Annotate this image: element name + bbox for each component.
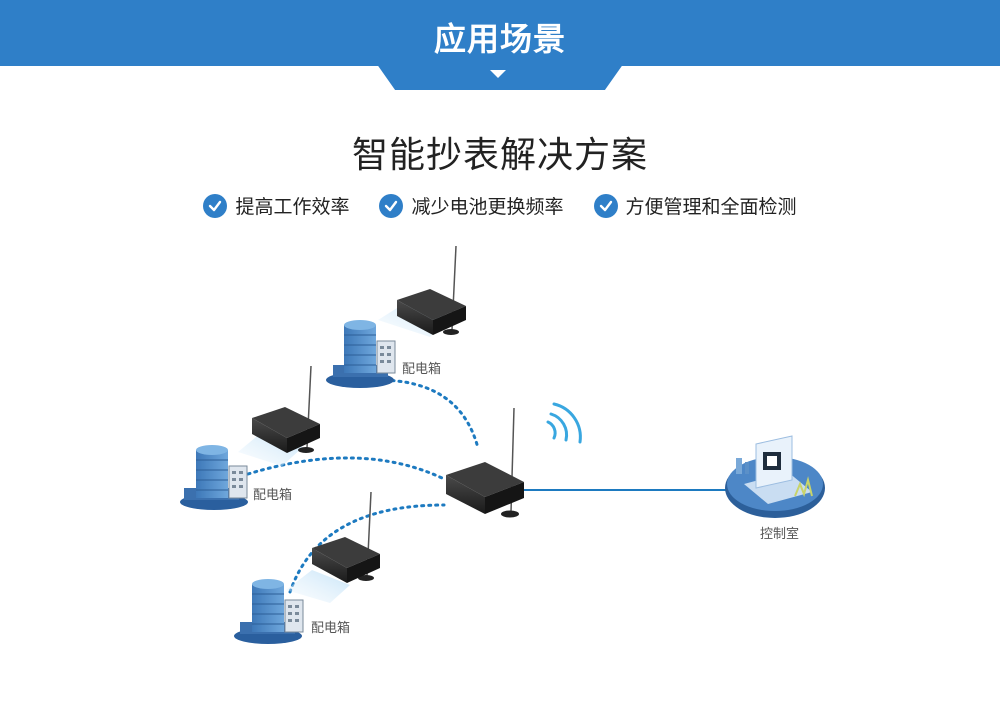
site-label: 配电箱: [311, 620, 350, 636]
feature-item: 方便管理和全面检测: [593, 192, 797, 219]
router-icon: [252, 365, 320, 453]
feature-label: 减少电池更换频率: [411, 196, 564, 218]
control-room-icon: [725, 435, 825, 518]
meter-site: [326, 245, 466, 388]
router-icon: [397, 245, 466, 335]
meter-site: [180, 365, 320, 510]
site-label: 配电箱: [402, 361, 441, 377]
section-title: 应用场景: [433, 20, 566, 58]
meter-site: [234, 491, 380, 644]
feature-label: 提高工作效率: [235, 196, 350, 218]
caret-down-icon: [490, 70, 506, 78]
router-icon: [312, 491, 380, 583]
check-circle-icon: [593, 193, 618, 218]
feature-item: 提高工作效率: [203, 192, 349, 219]
site-label: 配电箱: [253, 487, 292, 503]
gateway-router-icon: [446, 407, 524, 518]
feature-label: 方便管理和全面检测: [625, 196, 797, 218]
wireless-link: [376, 378, 480, 450]
page-title: 智能抄表解决方案: [351, 135, 648, 176]
wireless-link: [246, 456, 444, 480]
feature-item: 减少电池更换频率: [379, 192, 564, 219]
check-circle-icon: [203, 193, 228, 218]
feature-list: 提高工作效率 减少电池更换频率 方便管理和全面检测: [0, 192, 1000, 219]
signal-icon: [546, 402, 582, 444]
control-room-label: 控制室: [760, 526, 799, 542]
wireless-link: [288, 503, 446, 594]
check-circle-icon: [379, 193, 404, 218]
